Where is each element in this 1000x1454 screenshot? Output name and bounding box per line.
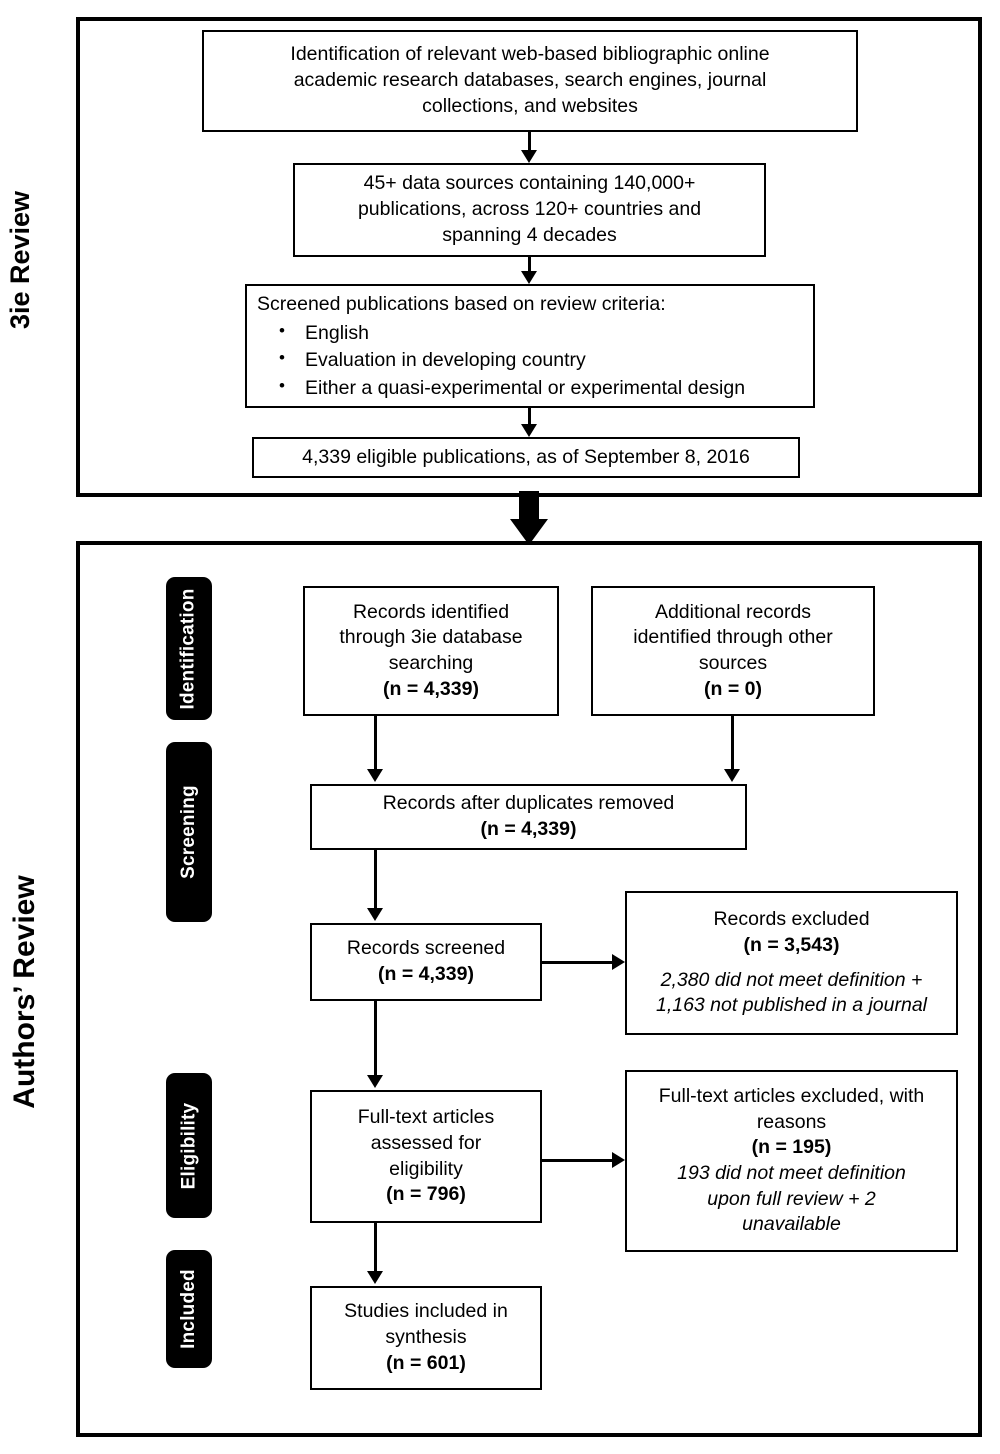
box-data-sources-summary: 45+ data sources containing 140,000+ pub… bbox=[293, 163, 766, 257]
box-line: Full-text articles bbox=[357, 1106, 495, 1129]
criteria-item: English bbox=[279, 319, 745, 348]
connector-arrowhead bbox=[367, 1075, 383, 1088]
connector-line bbox=[542, 961, 616, 964]
box-line: searching bbox=[388, 652, 474, 674]
connector-arrowhead bbox=[724, 769, 740, 782]
stage-chip-label: Screening bbox=[178, 785, 200, 879]
box-fulltext-excluded: Full-text articles excluded, with reason… bbox=[625, 1070, 958, 1252]
box-count: (n = 4,339) bbox=[378, 963, 474, 985]
connector-line bbox=[374, 1001, 377, 1079]
box-line: Records identified bbox=[352, 600, 510, 623]
box-records-screened: Records screened (n = 4,339) bbox=[310, 923, 542, 1001]
box-eligible-publications: 4,339 eligible publications, as of Septe… bbox=[252, 437, 800, 478]
box-line: Full-text articles excluded, with bbox=[658, 1084, 925, 1107]
panel-transition-arrow bbox=[510, 491, 548, 547]
connector-arrowhead bbox=[521, 424, 537, 437]
stage-chip-label: Eligibility bbox=[178, 1102, 199, 1189]
box-count: (n = 4,339) bbox=[383, 677, 479, 700]
box-records-excluded: Records excluded (n = 3,543) 2,380 did n… bbox=[625, 891, 958, 1035]
stage-chip-label: Included bbox=[178, 1269, 199, 1349]
connector-line bbox=[542, 1159, 616, 1162]
box-note: 2,380 did not meet definition + bbox=[660, 968, 923, 991]
box-count: (n = 4,339) bbox=[480, 818, 577, 840]
box-line: 45+ data sources containing 140,000+ bbox=[363, 172, 696, 195]
stage-chip-screening: Screening bbox=[166, 742, 212, 922]
box-line: Records screened bbox=[346, 937, 506, 960]
box-count: (n = 796) bbox=[386, 1183, 466, 1206]
criteria-item: Either a quasi-experimental or experimen… bbox=[279, 374, 745, 403]
box-line: Identification of relevant web-based bib… bbox=[290, 43, 770, 66]
connector-line bbox=[731, 716, 734, 773]
box-line: sources bbox=[698, 652, 768, 674]
box-screening-criteria: Screened publications based on review cr… bbox=[245, 284, 815, 408]
connector-arrowhead bbox=[521, 150, 537, 163]
connector-arrowhead bbox=[612, 1152, 625, 1168]
box-duplicates-removed: Records after duplicates removed (n = 4,… bbox=[310, 784, 747, 850]
box-identification-of-sources: Identification of relevant web-based bib… bbox=[202, 30, 858, 132]
box-line: collections, and websites bbox=[422, 94, 638, 117]
connector-line bbox=[374, 850, 377, 912]
connector-arrowhead bbox=[612, 954, 625, 970]
box-line: eligibility bbox=[389, 1157, 463, 1180]
box-line: 4,339 eligible publications, as of Septe… bbox=[302, 445, 750, 468]
box-line: reasons bbox=[756, 1110, 827, 1133]
box-note: upon full review + 2 bbox=[707, 1187, 876, 1210]
box-additional-records: Additional records identified through ot… bbox=[591, 586, 875, 716]
connector-line bbox=[374, 716, 377, 773]
arrow-shaft bbox=[519, 491, 539, 521]
box-line: academic research databases, search engi… bbox=[293, 69, 767, 92]
box-studies-included: Studies included in synthesis (n = 601) bbox=[310, 1286, 542, 1390]
box-note: 193 did not meet definition bbox=[677, 1162, 906, 1184]
box-line: spanning 4 decades bbox=[442, 223, 617, 246]
criteria-item: Evaluation in developing country bbox=[279, 346, 745, 375]
box-count: (n = 601) bbox=[386, 1351, 466, 1374]
connector-line bbox=[528, 132, 531, 154]
box-line: publications, across 120+ countries and bbox=[357, 198, 702, 221]
box-note: unavailable bbox=[742, 1213, 841, 1236]
connector-line bbox=[528, 408, 531, 428]
box-line: identified through other bbox=[633, 626, 833, 649]
box-line: through 3ie database bbox=[339, 626, 523, 649]
stage-chip-label: Identification bbox=[178, 587, 199, 710]
box-count: (n = 195) bbox=[751, 1136, 832, 1159]
stage-chip-eligibility: Eligibility bbox=[166, 1073, 212, 1218]
box-fulltext-assessed: Full-text articles assessed for eligibil… bbox=[310, 1090, 542, 1223]
section-label-3ie-review: 3ie Review bbox=[5, 190, 35, 330]
connector-line bbox=[374, 1223, 377, 1275]
box-line: Studies included in bbox=[344, 1300, 508, 1323]
criteria-list: English Evaluation in developing country… bbox=[257, 319, 745, 403]
box-note: 1,163 not published in a journal bbox=[655, 994, 928, 1017]
box-line: Additional records bbox=[654, 600, 812, 623]
box-line: synthesis bbox=[385, 1326, 467, 1349]
connector-line bbox=[528, 257, 531, 275]
stage-chip-included: Included bbox=[166, 1250, 212, 1368]
box-records-identified: Records identified through 3ie database … bbox=[303, 586, 559, 716]
box-count: (n = 0) bbox=[704, 677, 762, 700]
stage-chip-identification: Identification bbox=[166, 577, 212, 720]
connector-arrowhead bbox=[367, 769, 383, 782]
connector-arrowhead bbox=[367, 908, 383, 921]
arrow-head bbox=[510, 519, 548, 545]
box-count: (n = 3,543) bbox=[743, 933, 840, 956]
box-line: assessed for bbox=[370, 1131, 482, 1154]
box-line: Records excluded bbox=[713, 908, 870, 931]
connector-arrowhead bbox=[521, 271, 537, 284]
box-heading: Screened publications based on review cr… bbox=[257, 293, 666, 315]
box-line: Records after duplicates removed bbox=[382, 792, 675, 815]
section-label-authors-review: Authors’ Review bbox=[8, 875, 41, 1109]
connector-arrowhead bbox=[367, 1271, 383, 1284]
